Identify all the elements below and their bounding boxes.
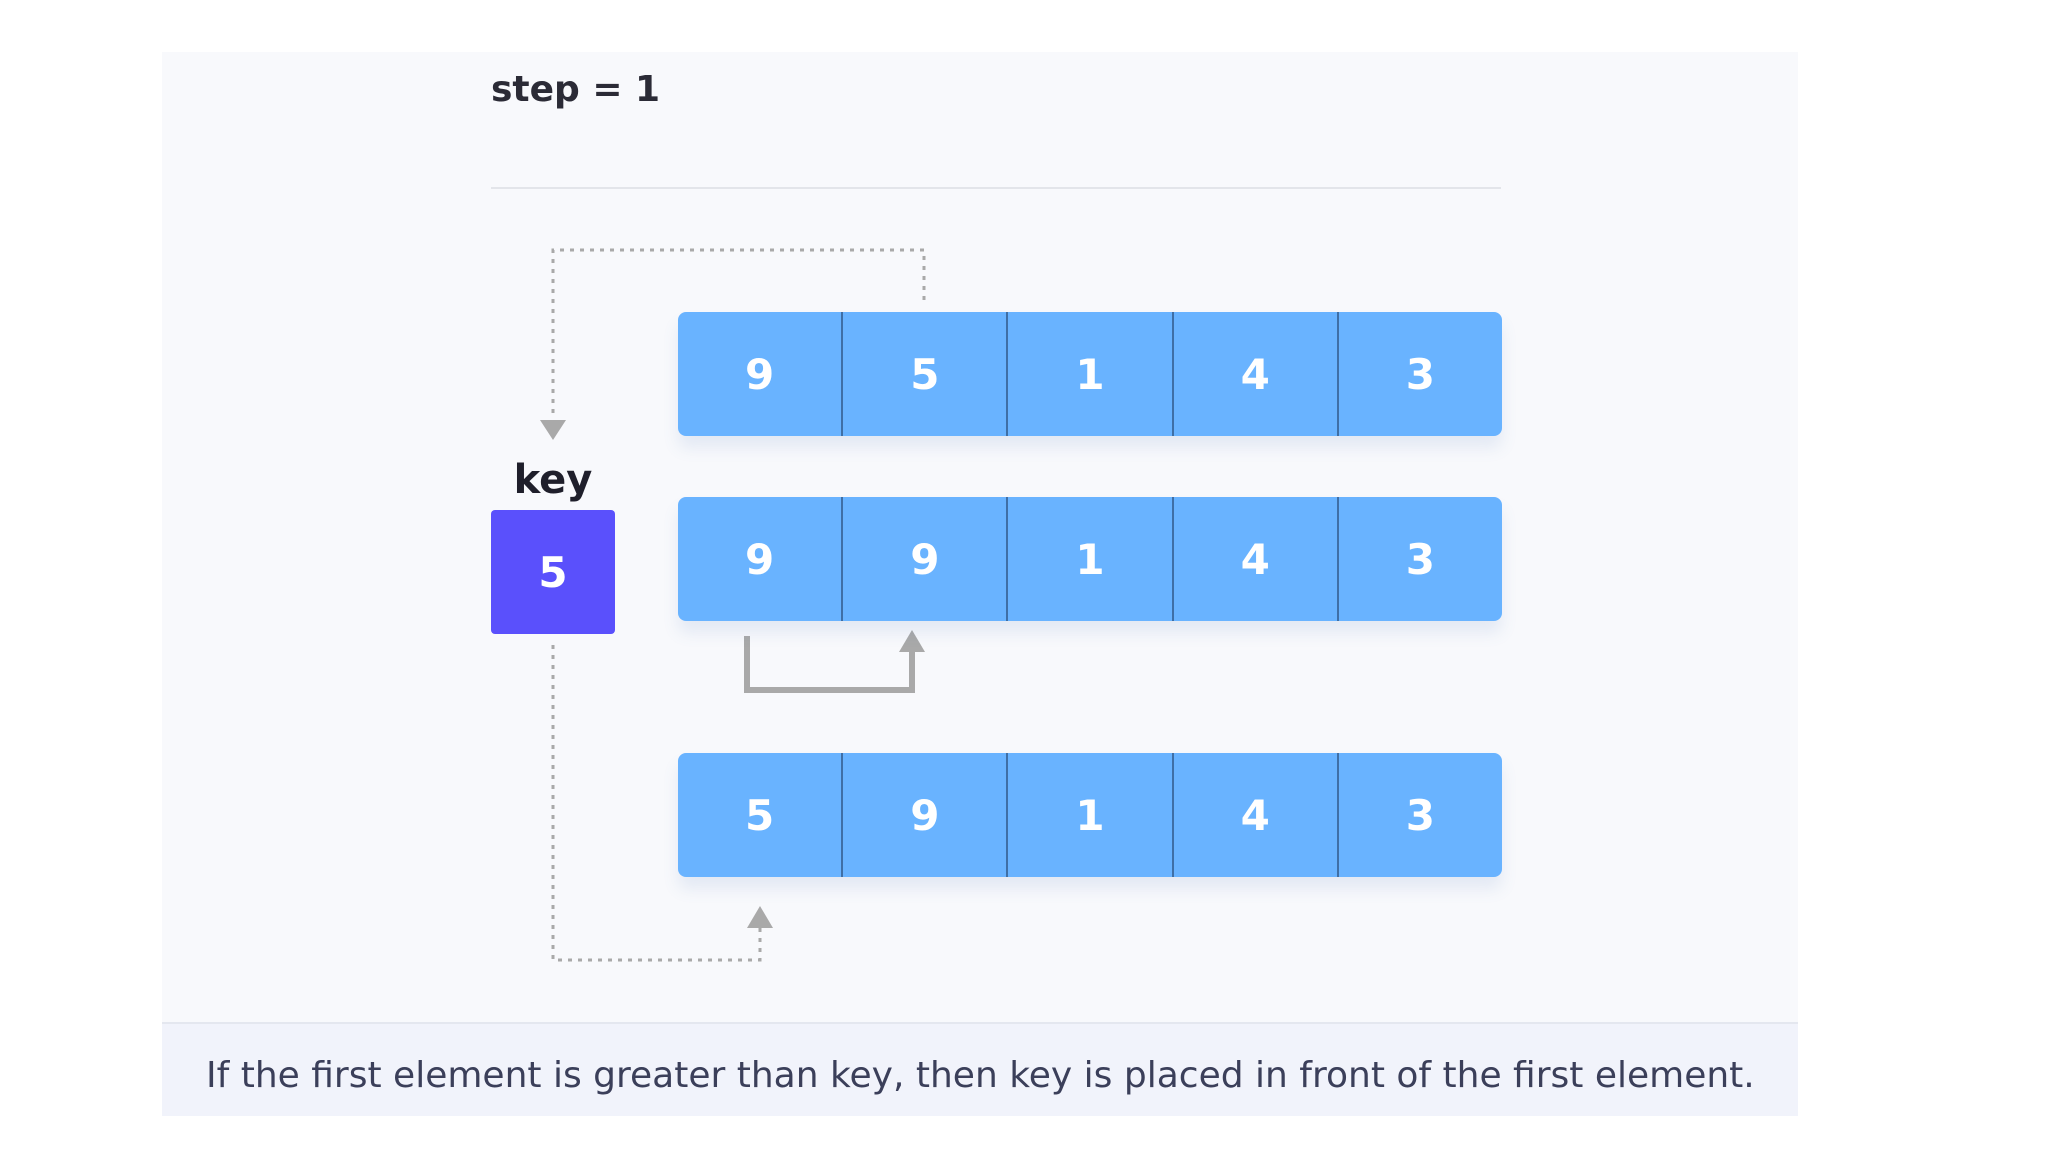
array-cell: 1 [1008, 753, 1174, 877]
step-title: step = 1 [491, 69, 661, 110]
key-box: 5 [491, 510, 615, 634]
array-cell: 9 [678, 497, 844, 621]
array-cell: 1 [1008, 312, 1174, 436]
array-row-shifted: 9 9 1 4 3 [678, 497, 1502, 621]
array-cell: 5 [843, 312, 1009, 436]
array-row-result: 5 9 1 4 3 [678, 753, 1502, 877]
array-cell: 3 [1338, 753, 1502, 877]
array-cell: 4 [1173, 497, 1339, 621]
array-cell: 1 [1008, 497, 1174, 621]
array-cell: 9 [843, 497, 1009, 621]
divider [491, 187, 1501, 189]
array-cell: 3 [1338, 497, 1502, 621]
caption-text: If the first element is greater than key… [206, 1055, 1755, 1096]
array-cell: 9 [678, 312, 844, 436]
array-row-initial: 9 5 1 4 3 [678, 312, 1502, 436]
key-label: key [513, 457, 593, 503]
array-cell: 4 [1173, 312, 1339, 436]
array-cell: 3 [1338, 312, 1502, 436]
caption-bar [162, 1022, 1798, 1116]
array-cell: 4 [1173, 753, 1339, 877]
array-cell: 9 [843, 753, 1009, 877]
array-cell: 5 [678, 753, 844, 877]
